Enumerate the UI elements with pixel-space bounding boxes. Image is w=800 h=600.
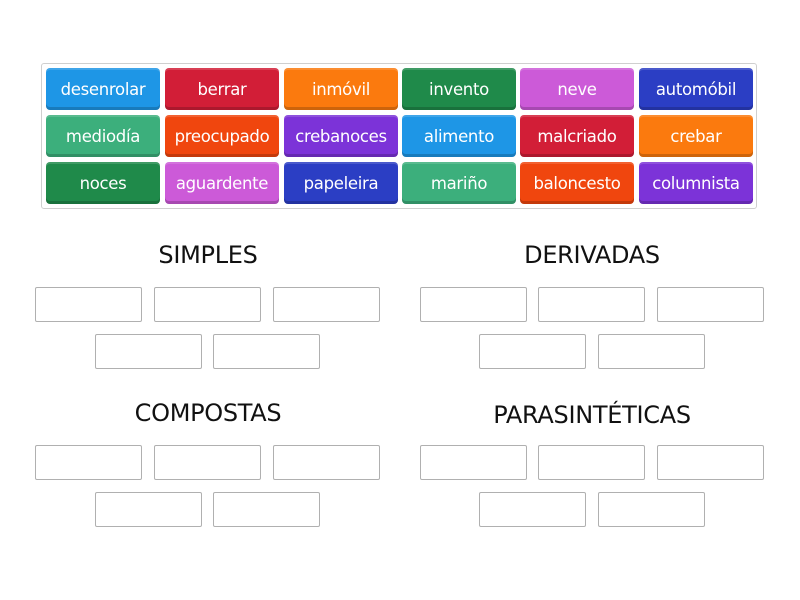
drop-slot-compostas[interactable] <box>95 492 202 527</box>
word-bank: desenrolar berrar inmóvil invento neve a… <box>41 63 757 209</box>
drop-slot-derivadas[interactable] <box>479 334 586 369</box>
drop-slot-simples[interactable] <box>35 287 142 322</box>
word-tile[interactable]: berrar <box>165 68 279 110</box>
word-tile[interactable]: invento <box>402 68 516 110</box>
drop-slot-parasinteticas[interactable] <box>420 445 527 480</box>
drop-slot-simples[interactable] <box>213 334 320 369</box>
drop-slot-compostas[interactable] <box>273 445 380 480</box>
word-tile[interactable]: inmóvil <box>284 68 398 110</box>
group-title-derivadas: DERIVADAS <box>524 241 660 269</box>
word-tile[interactable]: alimento <box>402 115 516 157</box>
word-tile[interactable]: neve <box>520 68 634 110</box>
word-tile[interactable]: crebar <box>639 115 753 157</box>
word-tile[interactable]: mariño <box>402 162 516 204</box>
drop-slot-parasinteticas[interactable] <box>657 445 764 480</box>
drop-slot-derivadas[interactable] <box>598 334 705 369</box>
word-tile[interactable]: columnista <box>639 162 753 204</box>
drop-slot-compostas[interactable] <box>154 445 261 480</box>
group-title-parasinteticas: PARASINTÉTICAS <box>493 401 691 429</box>
drop-slot-derivadas[interactable] <box>538 287 645 322</box>
drop-slot-simples[interactable] <box>95 334 202 369</box>
drop-slot-parasinteticas[interactable] <box>538 445 645 480</box>
group-title-compostas: COMPOSTAS <box>134 399 282 427</box>
word-tile[interactable]: papeleira <box>284 162 398 204</box>
drop-slot-compostas[interactable] <box>35 445 142 480</box>
word-tile[interactable]: preocupado <box>165 115 279 157</box>
group-title-simples: SIMPLES <box>158 241 258 269</box>
drop-slot-parasinteticas[interactable] <box>479 492 586 527</box>
word-tile[interactable]: malcriado <box>520 115 634 157</box>
word-tile[interactable]: mediodía <box>46 115 160 157</box>
word-tile[interactable]: desenrolar <box>46 68 160 110</box>
word-tile[interactable]: aguardente <box>165 162 279 204</box>
drop-slot-derivadas[interactable] <box>420 287 527 322</box>
drop-slot-simples[interactable] <box>273 287 380 322</box>
drop-slot-parasinteticas[interactable] <box>598 492 705 527</box>
word-tile[interactable]: automóbil <box>639 68 753 110</box>
word-tile[interactable]: baloncesto <box>520 162 634 204</box>
drop-slot-derivadas[interactable] <box>657 287 764 322</box>
word-tile[interactable]: noces <box>46 162 160 204</box>
word-tile[interactable]: crebanoces <box>284 115 398 157</box>
drop-slot-compostas[interactable] <box>213 492 320 527</box>
drop-slot-simples[interactable] <box>154 287 261 322</box>
